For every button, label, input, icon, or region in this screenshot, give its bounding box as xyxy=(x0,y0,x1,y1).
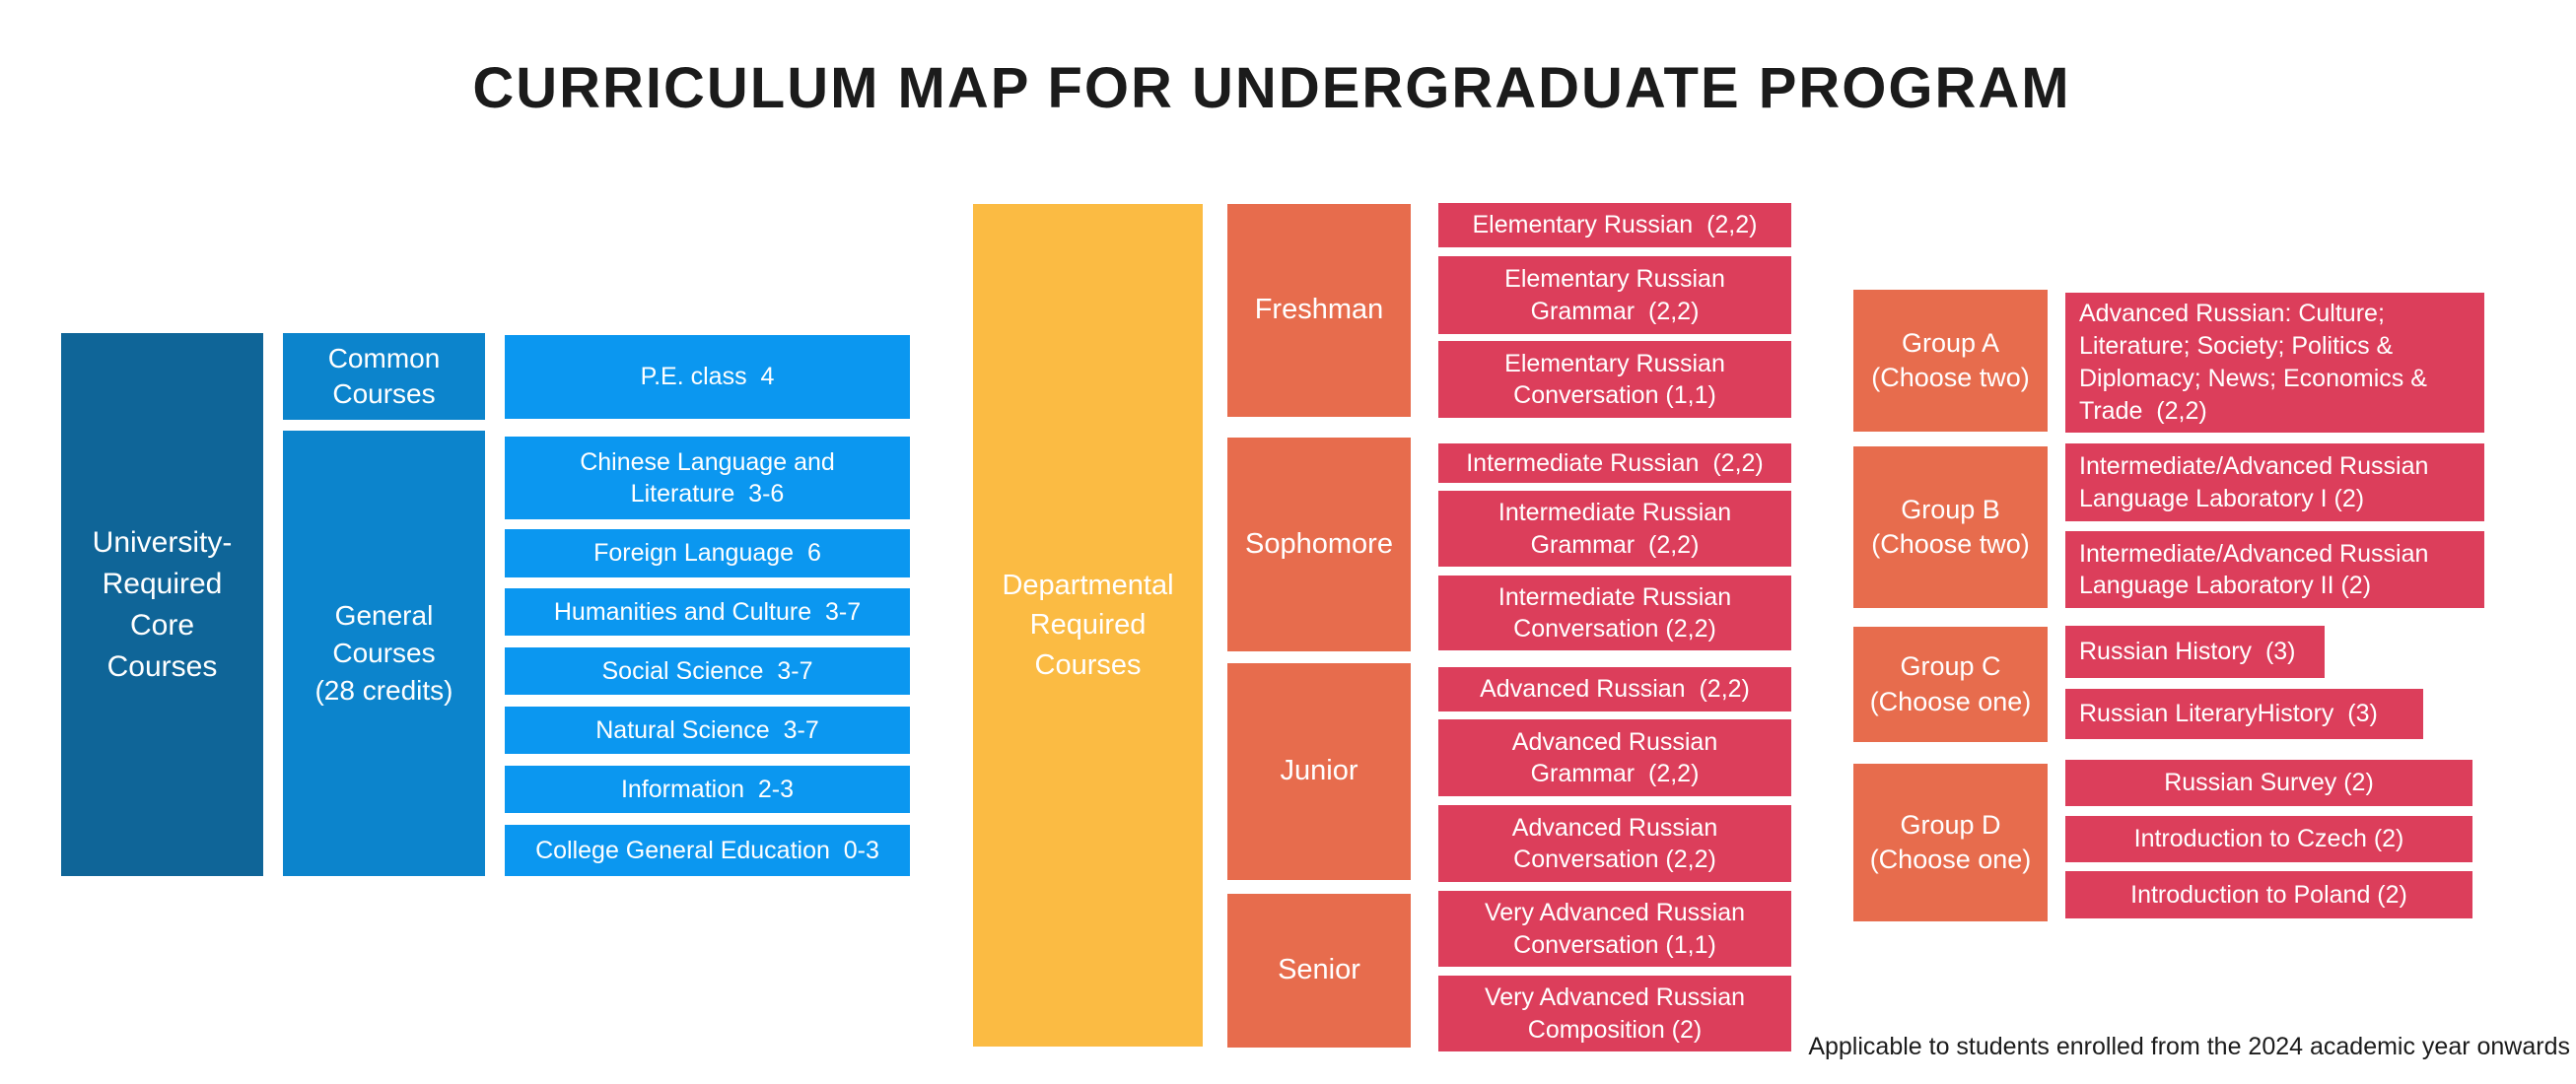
course-advanced-russian-conversation: Advanced Russian Conversation (2,2) xyxy=(1438,805,1791,882)
course-very-advanced-russian-conversation: Very Advanced Russian Conversation (1,1) xyxy=(1438,891,1791,967)
course-chinese-language-literature: Chinese Language and Literature 3-6 xyxy=(505,437,910,519)
box-common-courses: Common Courses xyxy=(283,333,485,420)
group-b: Group B (Choose two) xyxy=(1853,446,2048,608)
course-advanced-russian-topics: Advanced Russian: Culture; Literature; S… xyxy=(2065,293,2484,433)
course-information: Information 2-3 xyxy=(505,766,910,813)
course-college-general-education: College General Education 0-3 xyxy=(505,825,910,876)
group-c: Group C (Choose one) xyxy=(1853,627,2048,742)
course-language-laboratory-2: Intermediate/Advanced Russian Language L… xyxy=(2065,531,2484,608)
course-pe-class: P.E. class 4 xyxy=(505,335,910,419)
page-title: CURRICULUM MAP FOR UNDERGRADUATE PROGRAM xyxy=(472,56,2071,120)
course-russian-literary-history: Russian LiteraryHistory (3) xyxy=(2065,689,2423,739)
box-general-courses: General Courses (28 credits) xyxy=(283,431,485,876)
course-language-laboratory-1: Intermediate/Advanced Russian Language L… xyxy=(2065,443,2484,521)
course-advanced-russian: Advanced Russian (2,2) xyxy=(1438,667,1791,711)
group-d: Group D (Choose one) xyxy=(1853,764,2048,921)
course-russian-survey: Russian Survey (2) xyxy=(2065,760,2472,806)
year-junior: Junior xyxy=(1227,663,1411,880)
course-introduction-to-poland: Introduction to Poland (2) xyxy=(2065,871,2472,918)
course-social-science: Social Science 3-7 xyxy=(505,647,910,695)
year-freshman: Freshman xyxy=(1227,204,1411,417)
course-elementary-russian: Elementary Russian (2,2) xyxy=(1438,203,1791,247)
course-foreign-language: Foreign Language 6 xyxy=(505,529,910,577)
course-elementary-russian-grammar: Elementary Russian Grammar (2,2) xyxy=(1438,256,1791,334)
course-intermediate-russian-conversation: Intermediate Russian Conversation (2,2) xyxy=(1438,576,1791,650)
course-advanced-russian-grammar: Advanced Russian Grammar (2,2) xyxy=(1438,719,1791,796)
course-russian-history: Russian History (3) xyxy=(2065,626,2325,678)
course-very-advanced-russian-composition: Very Advanced Russian Composition (2) xyxy=(1438,976,1791,1051)
course-intermediate-russian: Intermediate Russian (2,2) xyxy=(1438,443,1791,483)
course-introduction-to-czech: Introduction to Czech (2) xyxy=(2065,816,2472,862)
course-humanities-culture: Humanities and Culture 3-7 xyxy=(505,588,910,636)
box-departmental-required-courses: Departmental Required Courses xyxy=(973,204,1203,1047)
year-sophomore: Sophomore xyxy=(1227,438,1411,651)
year-senior: Senior xyxy=(1227,894,1411,1048)
box-university-required-core-courses: University- Required Core Courses xyxy=(61,333,263,876)
course-intermediate-russian-grammar: Intermediate Russian Grammar (2,2) xyxy=(1438,491,1791,567)
course-elementary-russian-conversation: Elementary Russian Conversation (1,1) xyxy=(1438,341,1791,418)
group-a: Group A (Choose two) xyxy=(1853,290,2048,432)
applicability-note: Applicable to students enrolled from the… xyxy=(1808,1033,2570,1060)
course-natural-science: Natural Science 3-7 xyxy=(505,707,910,754)
